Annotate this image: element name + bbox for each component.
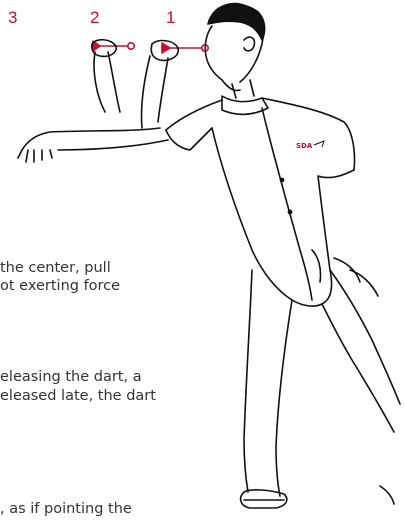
- dart-step-1: [162, 43, 208, 53]
- hair: [208, 4, 265, 40]
- left-arm: [312, 250, 321, 282]
- shirt: [166, 98, 355, 306]
- pocket-edge: [334, 258, 360, 282]
- arm-position-1: [141, 41, 178, 128]
- arm-position-2: [92, 40, 120, 112]
- collar: [222, 96, 268, 114]
- arm-position-3: [18, 128, 168, 162]
- svg-text:SDA: SDA: [296, 142, 313, 150]
- shoes: [241, 486, 394, 508]
- shirt-logo: SDA: [296, 141, 324, 150]
- trousers: [244, 270, 400, 496]
- neck: [232, 80, 254, 98]
